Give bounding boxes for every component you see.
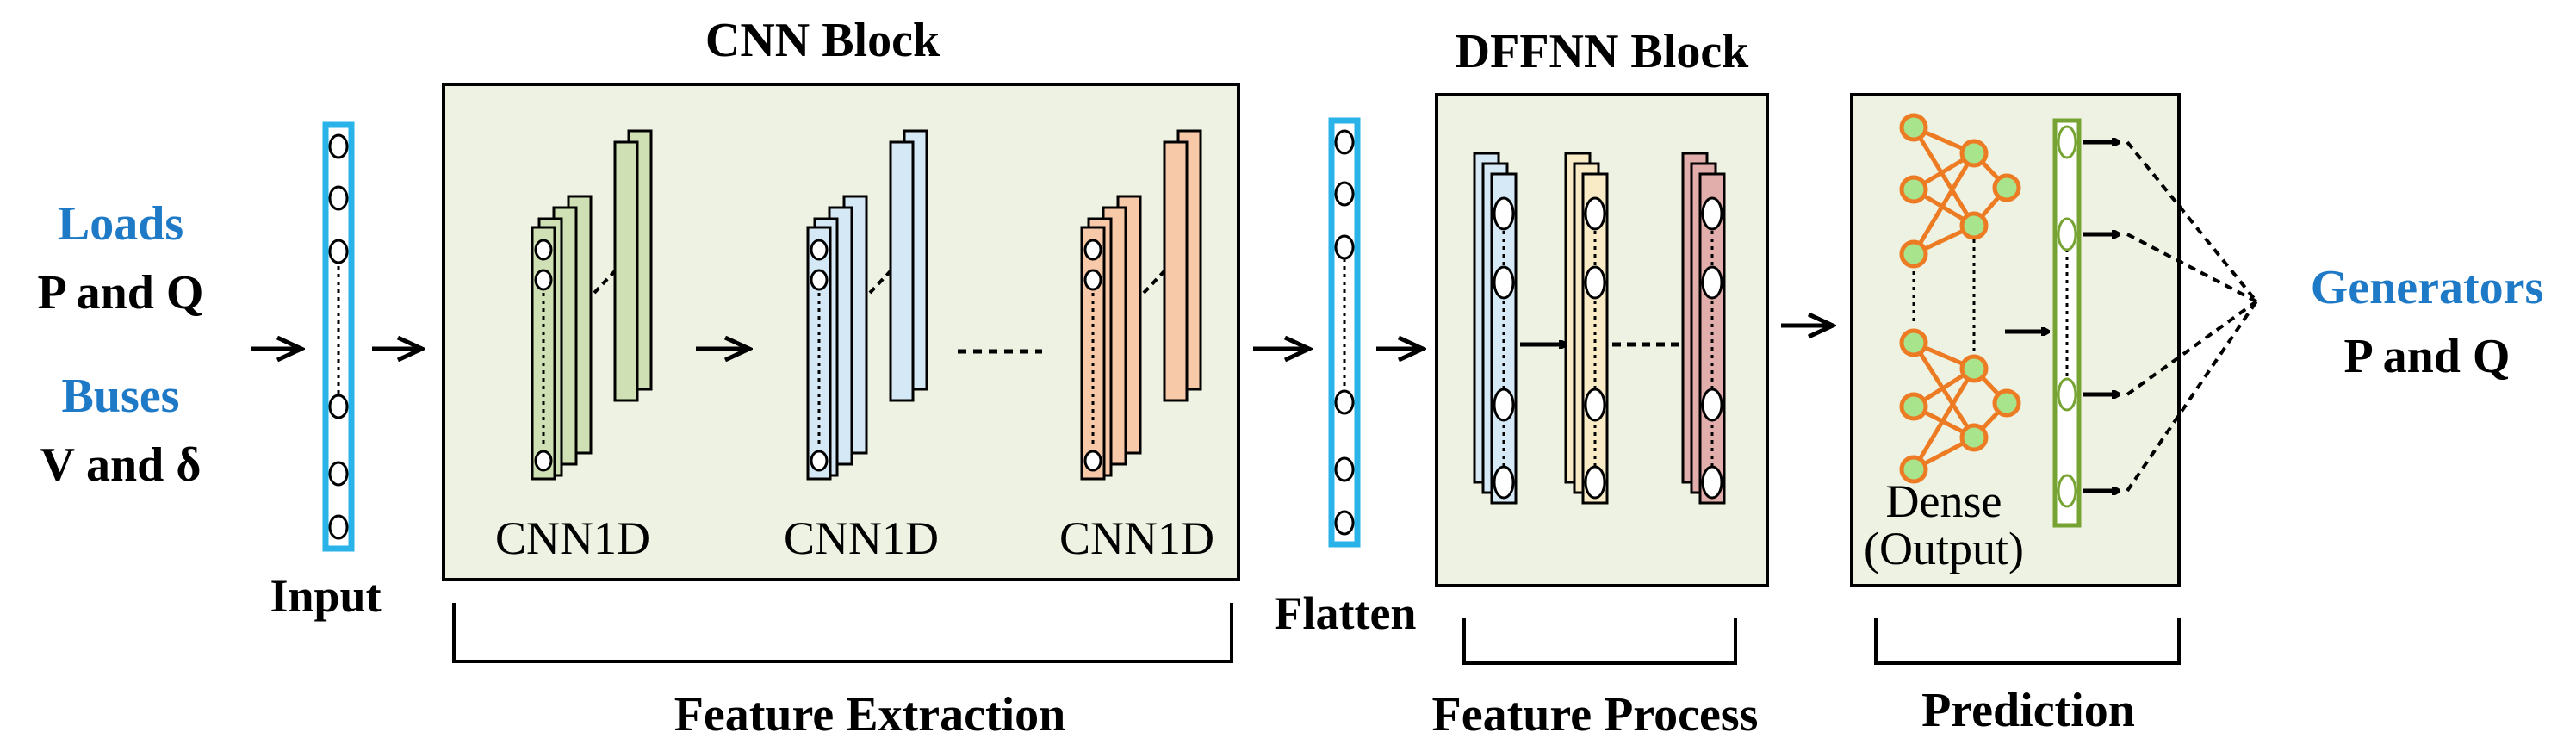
dffnn-layer-3: [1681, 152, 1726, 505]
output-labels: Generators P and Q: [2311, 261, 2544, 383]
feature-process-bracket: [1462, 618, 1737, 665]
buses-label: Buses: [62, 369, 180, 423]
output-convergence-lines: [2126, 140, 2258, 493]
dffnn-layer-2: [1564, 152, 1609, 505]
dense-label-line2: (Output): [1864, 523, 2024, 574]
dffnn-layer-1: [1473, 152, 1518, 505]
loads-label: Loads: [58, 197, 183, 251]
flatten-label: Flatten: [1275, 587, 1417, 639]
prediction-label: Prediction: [1921, 684, 2135, 737]
feature-process-label: Feature Process: [1432, 688, 1759, 742]
flatten-vector: [1328, 117, 1361, 548]
dense-label-line1: Dense: [1886, 475, 2002, 527]
cnn1d-label-1: CNN1D: [495, 512, 650, 564]
cnn1d-layer-1: [531, 129, 653, 481]
generators-quantities: P and Q: [2344, 330, 2511, 383]
loads-quantities: P and Q: [38, 266, 204, 320]
cnn1d-layer-3: [1080, 129, 1202, 481]
prediction-bracket: [1874, 618, 2181, 665]
output-layer-vector: [2052, 118, 2082, 528]
cnn-block-title: CNN Block: [705, 14, 940, 67]
dense-network-upper: [1899, 113, 2021, 269]
dffnn-block-title: DFFNN Block: [1456, 25, 1750, 78]
feature-extraction-label: Feature Extraction: [674, 688, 1066, 742]
input-labels: Loads P and Q Buses V and δ: [38, 197, 204, 492]
generators-label: Generators: [2311, 261, 2544, 314]
dense-network-lower: [1899, 328, 2021, 484]
input-vector-label: Input: [270, 570, 381, 622]
cnn1d-layer-2: [806, 129, 928, 481]
cnn1d-label-3: CNN1D: [1059, 512, 1214, 564]
buses-quantities: V and δ: [40, 438, 202, 492]
input-vector: [322, 121, 355, 552]
cnn1d-label-2: CNN1D: [784, 512, 939, 564]
feature-extraction-bracket: [452, 603, 1233, 663]
output-arrows: [2083, 142, 2119, 491]
